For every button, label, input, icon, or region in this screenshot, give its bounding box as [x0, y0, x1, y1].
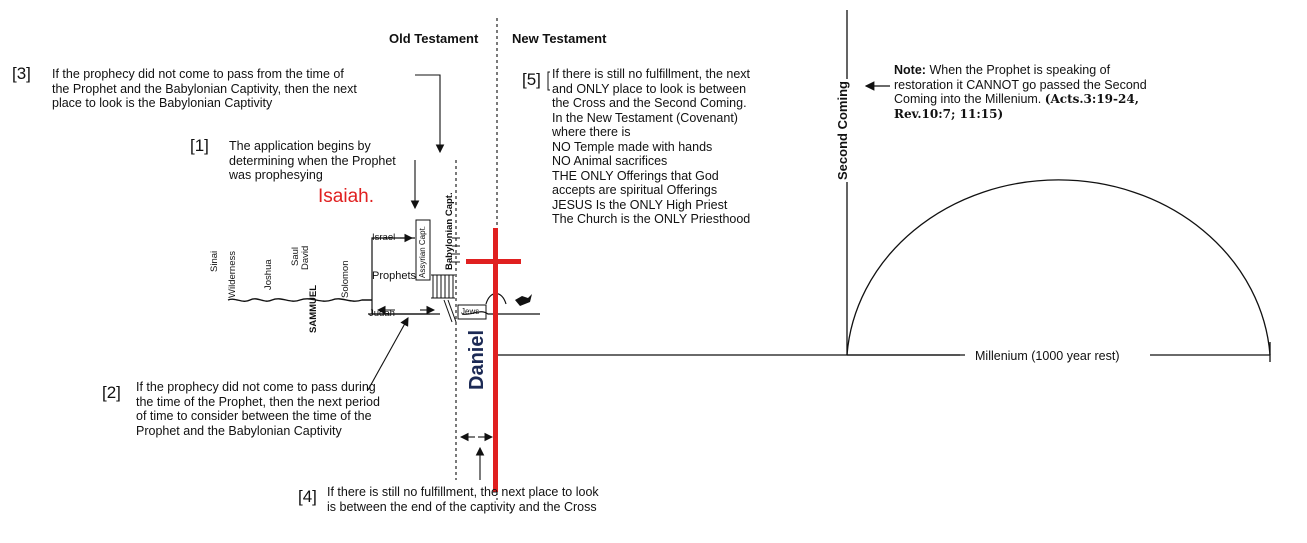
- arrow-2: [367, 317, 409, 391]
- early-history-line: [227, 298, 372, 302]
- red-cross-vertical: [493, 228, 498, 492]
- note-box: Note: When the Prophet is speaking of re…: [894, 63, 1147, 121]
- arrow-3: [415, 74, 445, 154]
- wilderness-label: Wilderness: [227, 251, 238, 298]
- note-3-text: If the prophecy did not come to pass fro…: [52, 67, 357, 110]
- bracket-5: [547, 71, 550, 91]
- note-2-number: [2]: [102, 383, 121, 402]
- assyrian-captivity-box: [415, 219, 431, 281]
- note-1-number: [1]: [190, 136, 209, 155]
- assyrian-capt-label: Assyrian Capt.: [418, 225, 427, 278]
- solomon-label: Solomon: [340, 260, 351, 299]
- joshua-label: Joshua: [263, 259, 274, 290]
- dove-icon: [515, 294, 532, 306]
- millenium-arc: [846, 179, 1271, 356]
- note-4-text: If there is still no fulfillment, the ne…: [327, 485, 599, 514]
- jews-box: [457, 304, 487, 320]
- jews-label: Jews: [461, 307, 480, 316]
- note-5-number: [5]: [522, 70, 541, 89]
- second-coming-label: Second Coming: [835, 79, 850, 182]
- isaiah-label: Isaiah.: [318, 186, 374, 207]
- note-5-text: If there is still no fulfillment, the ne…: [552, 67, 751, 226]
- israel-label: Israel: [372, 232, 396, 243]
- daniel-label: Daniel: [466, 329, 488, 390]
- note-3-number: [3]: [12, 64, 31, 83]
- red-cross-horizontal: [466, 259, 521, 264]
- note-4-number: [4]: [298, 487, 317, 506]
- new-testament-header: New Testament: [512, 31, 607, 46]
- babylonian-capt-label: Babylonian Capt.: [444, 192, 455, 270]
- babylonian-captivity-hatch: [431, 274, 457, 323]
- note-2-text: If the prophecy did not come to pass dur…: [136, 380, 380, 438]
- old-testament-header: Old Testament: [389, 31, 479, 46]
- prophets-label: Prophets: [372, 270, 417, 282]
- millenium-label: Millenium (1000 year rest): [973, 349, 1122, 363]
- judah-label: Judah: [369, 308, 395, 319]
- david-label: David: [300, 245, 311, 270]
- sinai-label: Sinai: [209, 250, 220, 272]
- note-1-text: The application begins by determining wh…: [229, 139, 396, 182]
- note-label: Note:: [894, 63, 926, 77]
- sammuel-label: SAMMUEL: [308, 284, 319, 333]
